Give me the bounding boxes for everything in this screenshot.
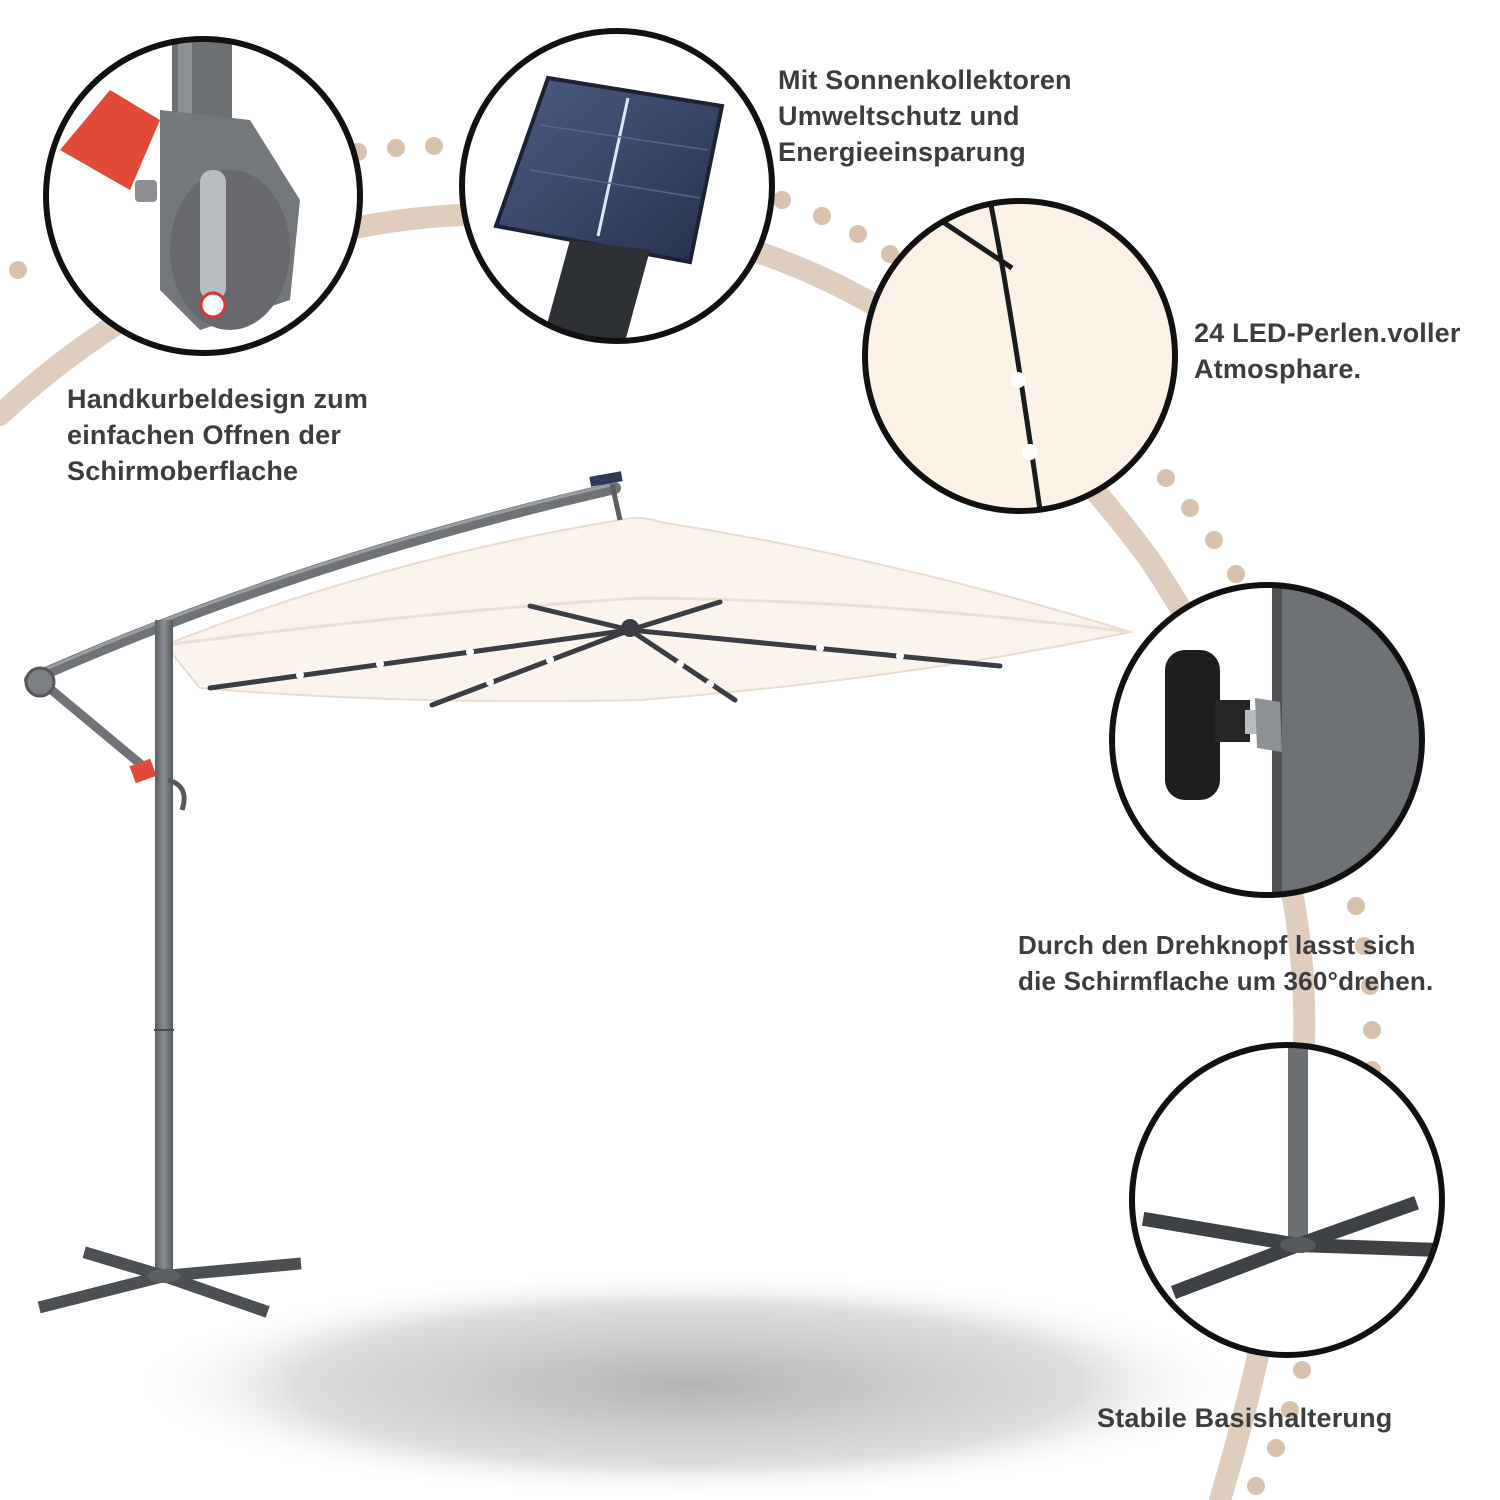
caption-base: Stabile Basishalterung [1097, 1400, 1392, 1436]
ground-shadow [130, 1270, 1250, 1500]
caption-line: Schirmoberflache [67, 456, 299, 486]
detail-circle-solar [459, 28, 775, 344]
caption-line: Handkurbeldesign zum [67, 384, 369, 414]
caption-line: die Schirmflache um 360°drehen. [1018, 966, 1434, 996]
caption-line: Durch den Drehknopf lasst sich [1018, 930, 1416, 960]
detail-circle-base [1129, 1042, 1445, 1358]
caption-led: 24 LED-Perlen.voller Atmosphare. [1194, 315, 1461, 387]
caption-line: einfachen Offnen der [67, 420, 342, 450]
detail-circle-led [862, 198, 1178, 514]
detail-circle-knob [1109, 582, 1425, 898]
caption-line: Energieeinsparung [778, 137, 1026, 167]
caption-crank: Handkurbeldesign zum einfachen Offnen de… [67, 381, 368, 489]
caption-line: 24 LED-Perlen.voller [1194, 318, 1461, 348]
cantilever-umbrella [24, 471, 1134, 1318]
caption-line: Umweltschutz und [778, 101, 1020, 131]
caption-solar: Mit Sonnenkollektoren Umweltschutz und E… [778, 62, 1072, 170]
caption-knob: Durch den Drehknopf lasst sich die Schir… [1018, 927, 1433, 999]
detail-circle-crank [43, 36, 363, 356]
caption-line: Stabile Basishalterung [1097, 1403, 1393, 1433]
caption-line: Mit Sonnenkollektoren [778, 65, 1072, 95]
caption-line: Atmosphare. [1194, 354, 1362, 384]
